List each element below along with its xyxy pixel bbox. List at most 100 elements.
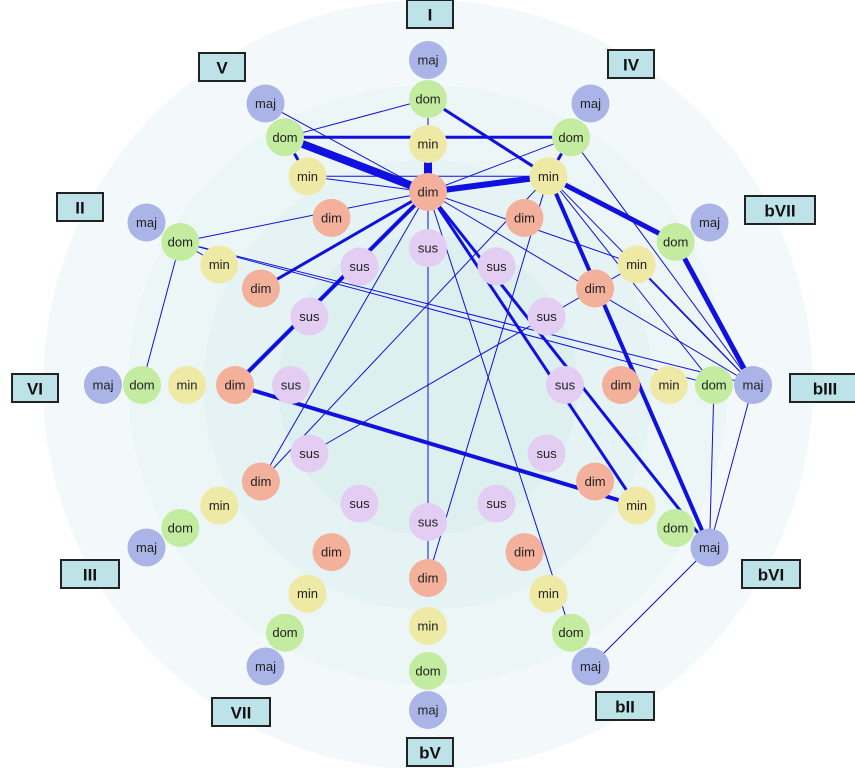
chord-node-bIII-dom: dom <box>695 366 733 404</box>
chord-node-label: sus <box>486 496 507 511</box>
chord-node-bII-min: min <box>529 574 568 613</box>
chord-node-VI-dim: dim <box>216 366 254 404</box>
chord-node-circle <box>340 247 379 286</box>
key-label-bII: bII <box>595 691 655 721</box>
chord-node-label: min <box>297 169 318 184</box>
chord-node-circle <box>290 297 329 336</box>
chord-node-label: maj <box>580 659 601 674</box>
chord-node-VII-maj: maj <box>246 647 285 686</box>
key-label-box <box>211 697 271 727</box>
chord-node-label: sus <box>349 259 370 274</box>
chord-node-circle <box>602 366 640 404</box>
key-label-text: I <box>428 6 433 25</box>
edge-I-dim-to-V-maj <box>265 103 429 193</box>
chord-node-circle <box>546 366 584 404</box>
key-label-bVII: bVII <box>744 195 816 225</box>
chord-node-IV-dim: dim <box>505 198 544 237</box>
chord-node-label: dom <box>272 130 297 145</box>
edge-bVII-dom-to-bIII-maj <box>673 239 756 388</box>
chord-node-circle <box>161 509 200 547</box>
chord-node-circle <box>527 297 566 336</box>
key-label-text: IV <box>623 56 640 75</box>
chord-node-bVI-dom: dom <box>656 509 695 547</box>
chord-node-II-min: min <box>200 245 239 284</box>
chord-node-bVI-sus: sus <box>527 434 566 473</box>
edge-II-dom-to-VI-dom <box>141 241 181 386</box>
chord-node-circle <box>552 118 590 157</box>
chord-node-circle <box>409 559 447 597</box>
chord-node-label: dim <box>611 378 632 393</box>
key-label-text: V <box>216 59 228 78</box>
chord-node-label: maj <box>580 96 601 111</box>
chord-node-bII-sus: sus <box>477 484 516 523</box>
chord-node-label: min <box>538 586 559 601</box>
chord-node-bVI-dim: dim <box>576 462 615 501</box>
chord-node-bVII-sus: sus <box>527 297 566 336</box>
chord-node-bV-maj: maj <box>409 691 447 729</box>
key-label-box <box>11 373 59 403</box>
chord-node-label: maj <box>743 378 764 393</box>
chord-node-label: dim <box>514 210 535 225</box>
chord-node-III-maj: maj <box>127 528 166 567</box>
key-label-text: III <box>83 566 97 585</box>
chord-node-label: min <box>209 257 230 272</box>
chord-node-circle <box>246 647 285 686</box>
chord-node-VI-sus: sus <box>272 366 310 404</box>
chord-node-IV-sus: sus <box>477 247 516 286</box>
key-label-VII: VII <box>211 697 271 727</box>
chord-node-bV-sus: sus <box>409 503 447 541</box>
chord-node-circle <box>290 434 329 473</box>
chord-node-circle <box>576 462 615 501</box>
edge-I-dim-to-V-dom <box>281 133 432 196</box>
chord-node-circle <box>288 157 327 196</box>
chord-node-V-maj: maj <box>246 84 285 123</box>
chord-node-bVII-dim: dim <box>576 269 615 308</box>
key-label-box <box>607 49 655 79</box>
chord-node-label: min <box>538 169 559 184</box>
chord-node-circle <box>312 533 351 572</box>
chord-node-circle <box>505 198 544 237</box>
edge-I-dim-to-II-dom <box>179 191 429 243</box>
chord-node-V-sus: sus <box>340 247 379 286</box>
key-label-box <box>406 0 454 29</box>
chord-node-label: dom <box>272 625 297 640</box>
chord-node-II-sus: sus <box>290 297 329 336</box>
chord-node-II-dim: dim <box>241 269 280 308</box>
key-label-IV: IV <box>607 49 655 79</box>
chord-node-circle <box>272 366 310 404</box>
chord-node-circle <box>409 80 447 118</box>
chord-node-V-dom: dom <box>266 118 304 157</box>
chord-node-label: sus <box>281 378 302 393</box>
chord-node-circle <box>650 366 688 404</box>
chord-node-circle <box>84 366 122 404</box>
chord-node-circle <box>168 366 206 404</box>
edge-bIII-dom-to-bVI-maj <box>709 384 715 548</box>
key-label-box <box>406 737 454 767</box>
chord-node-label: min <box>626 257 647 272</box>
chord-node-circle <box>288 574 327 613</box>
chord-node-II-dom: dom <box>161 223 200 261</box>
chord-node-circle <box>123 366 161 404</box>
chord-node-circle <box>409 173 447 211</box>
chord-node-I-sus: sus <box>409 229 447 267</box>
chord-node-I-dom: dom <box>409 80 447 118</box>
chord-node-label: sus <box>486 259 507 274</box>
chord-node-label: maj <box>255 96 276 111</box>
edge-IV-min-to-III-dim <box>260 175 549 482</box>
chord-node-label: min <box>418 619 439 634</box>
chord-node-label: dom <box>168 235 193 250</box>
chord-node-circle <box>690 528 729 567</box>
chord-node-circle <box>409 229 447 267</box>
chord-node-circle <box>477 484 516 523</box>
chord-node-label: dim <box>418 571 439 586</box>
chord-node-I-maj: maj <box>409 41 447 79</box>
edge-I-dim-to-bII-dom <box>427 191 572 634</box>
chord-node-circle <box>617 486 656 525</box>
key-label-box <box>741 559 801 589</box>
chord-nodes: majdommindimsusmajdommindimsusmajdommind… <box>84 41 772 729</box>
chord-node-II-maj: maj <box>127 203 166 242</box>
chord-node-circle <box>409 652 447 690</box>
chord-node-label: sus <box>555 378 576 393</box>
chord-node-circle <box>241 269 280 308</box>
key-label-III: III <box>60 559 120 589</box>
